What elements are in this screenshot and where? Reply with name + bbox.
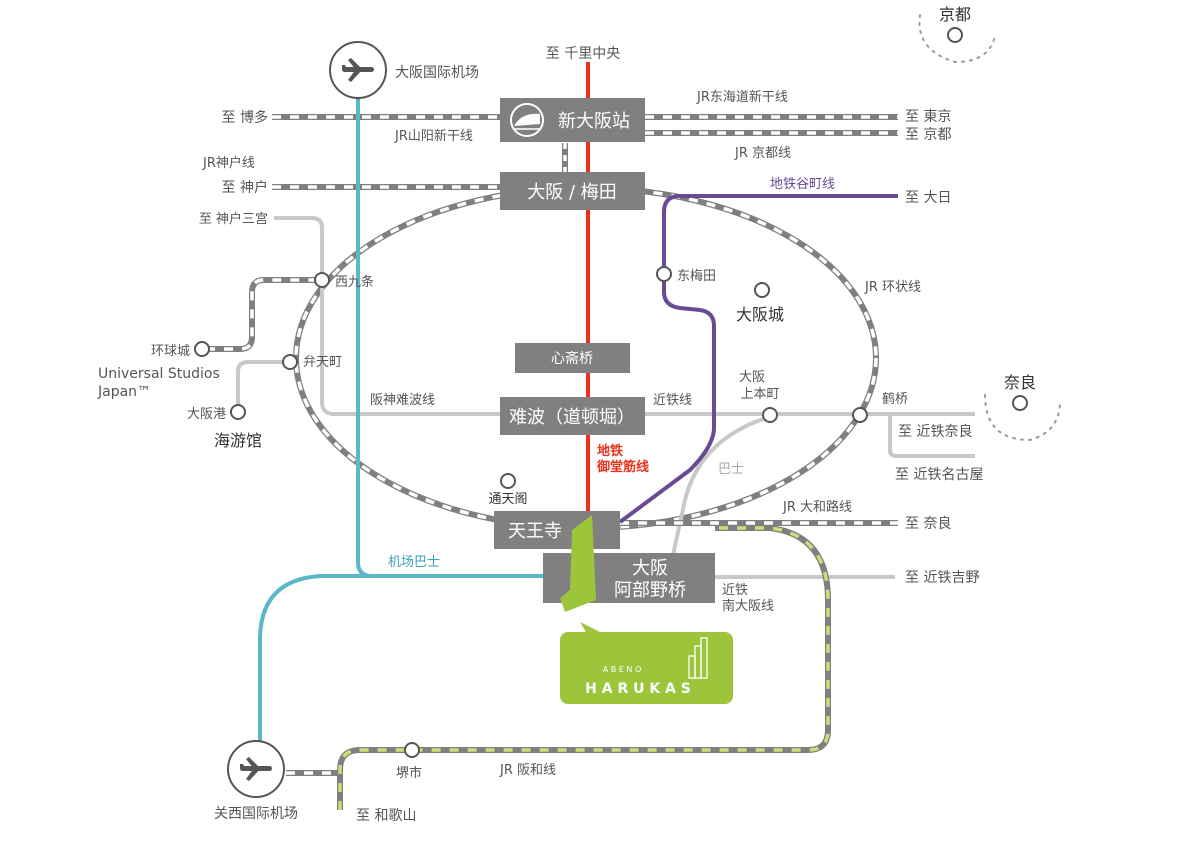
station-label-nishikujo: 西九条 (335, 274, 374, 290)
line-midosuji-2: 御堂筋线 (596, 459, 649, 475)
station-label-bentencho: 弁天町 (303, 355, 342, 370)
jr-lines (206, 114, 898, 810)
tanimachi-line (618, 194, 898, 524)
nara-label: 奈良 (1004, 373, 1036, 392)
line-kintetsu-minami-2: 南大阪线 (722, 598, 774, 614)
station-label-namba: 难波（道顿堀） (509, 407, 635, 428)
airport-bus-line (258, 95, 545, 742)
dest-nara: 至 奈良 (905, 516, 951, 532)
harukas-logo: A B E N O H A R U K A S (560, 622, 733, 704)
landmark-label-tsutenkaku: 通天阁 (488, 492, 527, 507)
dest-kintetsu-yoshino: 至 近铁吉野 (905, 570, 979, 586)
line-sanyo-shinkansen: JR山阳新干线 (394, 128, 473, 144)
station-label-umeda: 大阪 / 梅田 (527, 182, 617, 203)
station-label-tsuruhashi: 鹤桥 (882, 391, 908, 407)
landmark-label-usj-cn: 环球城 (151, 344, 190, 359)
kyoto-label: 京都 (939, 5, 971, 24)
harukas-tower-icon (688, 637, 708, 679)
building-icon (560, 515, 596, 612)
landmark-marker-osaka-castle[interactable] (754, 282, 770, 298)
station-box-namba[interactable]: 难波（道顿堀） (500, 397, 645, 435)
station-label-osakako: 大阪港 (187, 407, 226, 422)
kansai-airport-label: 关西国际机场 (214, 806, 298, 822)
station-marker-uehommachi[interactable] (762, 407, 778, 423)
line-yamatoji: JR 大和路线 (782, 499, 852, 515)
dest-kobe: 至 神户 (222, 179, 268, 196)
dest-kobe-sannomiya: 至 神户三宫 (199, 211, 268, 227)
line-airport-bus: 机场巴士 (388, 555, 440, 570)
station-markers (194, 266, 868, 758)
station-marker-higashi-umeda[interactable] (656, 266, 672, 282)
private-lines (236, 216, 975, 579)
kyoto-marker[interactable]: 京都 (918, 5, 996, 64)
station-marker-tsuruhashi[interactable] (852, 407, 868, 423)
line-loop: JR 环状线 (864, 280, 921, 295)
station-label-sakai: 堺市 (396, 765, 422, 781)
dest-dainichi: 至 大日 (905, 190, 951, 206)
station-label-abeno-1: 大阪 (632, 558, 668, 579)
station-label-uehommachi-1: 大阪 (739, 370, 765, 385)
line-tanimachi: 地铁谷町线 (770, 177, 835, 192)
station-marker-bentencho[interactable] (282, 354, 298, 370)
landmark-marker-usj[interactable] (194, 341, 210, 357)
station-box-tennoji[interactable]: 天王寺 (494, 511, 620, 549)
line-tokaido-shinkansen: JR东海道新干线 (696, 89, 788, 105)
line-hanshin-namba: 阪神难波线 (370, 393, 435, 408)
station-box-umeda[interactable]: 大阪 / 梅田 (500, 172, 645, 210)
dest-tokyo: 至 東京 (905, 109, 951, 125)
station-label-abeno-2: 阿部野桥 (614, 580, 686, 601)
landmark-label-usj-en-1: Universal Studios (98, 366, 220, 382)
airplane-icon (342, 58, 374, 82)
dest-wakayama: 至 和歌山 (356, 808, 416, 824)
landmark-label-osaka-castle: 大阪城 (736, 305, 784, 324)
station-label-uehommachi-2: 上本町 (740, 387, 779, 402)
nara-marker[interactable]: 奈良 (984, 373, 1061, 442)
station-label-tennoji: 天王寺 (508, 521, 562, 542)
line-kyoto: JR 京都线 (734, 146, 791, 161)
airplane-icon (240, 757, 272, 781)
itami-airport[interactable]: 大阪国际机场 (329, 41, 479, 99)
station-label-shin-osaka: 新大阪站 (558, 111, 630, 132)
line-bus: 巴士 (718, 462, 744, 477)
dest-senri-chuo: 至 千里中央 (546, 46, 620, 62)
station-box-shin-osaka[interactable]: 新大阪站 (500, 98, 645, 142)
station-marker-osakako[interactable] (230, 404, 246, 420)
dest-kintetsu-nagoya: 至 近铁名古屋 (895, 467, 983, 483)
line-kintetsu-minami-1: 近铁 (722, 583, 748, 598)
station-label-shinsaibashi: 心斋桥 (551, 350, 593, 367)
station-marker-nishikujo[interactable] (314, 272, 330, 288)
line-hanwa: JR 阪和线 (499, 763, 556, 778)
line-kobe: JR神户线 (202, 155, 255, 171)
bullet-train-icon (510, 103, 544, 137)
harukas-logo-line2: H A R U K A S (585, 681, 691, 697)
dest-kyoto: 至 京都 (905, 127, 951, 143)
line-midosuji-1: 地铁 (597, 443, 623, 459)
line-kintetsu: 近铁线 (653, 393, 692, 408)
landmark-label-usj-en-2: Japan™ (97, 384, 151, 400)
harukas-logo-line1: A B E N O (603, 665, 641, 674)
station-box-shinsaibashi[interactable]: 心斋桥 (515, 343, 630, 373)
station-marker-sakai[interactable] (404, 742, 420, 758)
landmark-label-kaiyukan: 海游馆 (214, 431, 262, 450)
dest-kintetsu-nara: 至 近铁奈良 (898, 424, 972, 440)
kansai-airport[interactable]: 关西国际机场 (214, 740, 298, 822)
landmark-marker-tsutenkaku[interactable] (500, 473, 516, 489)
dest-hakata: 至 博多 (222, 109, 268, 126)
itami-airport-label: 大阪国际机场 (395, 65, 479, 81)
station-label-higashi-umeda: 东梅田 (677, 269, 716, 284)
